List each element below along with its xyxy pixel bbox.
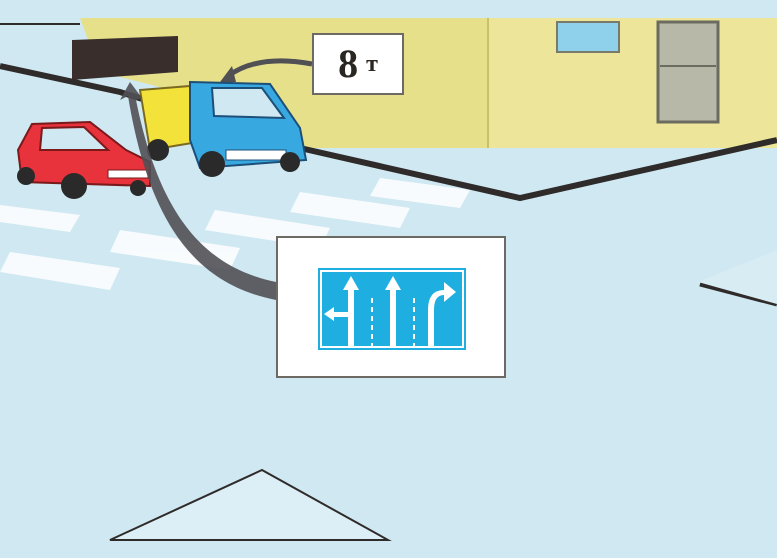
weight-unit: т <box>366 52 378 76</box>
building-window <box>557 22 619 52</box>
weight-value: 8 <box>338 44 358 84</box>
lane-sign-callout <box>276 236 506 378</box>
building-door <box>658 22 718 122</box>
lane-direction-sign-icon <box>318 268 466 350</box>
building-side <box>488 18 777 148</box>
weight-limit-callout: 8 т <box>312 33 404 95</box>
